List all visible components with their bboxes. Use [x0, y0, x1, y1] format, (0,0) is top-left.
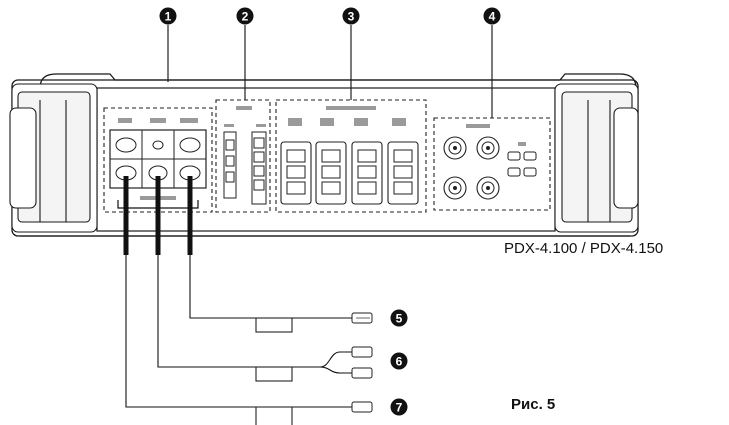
callout-7: 7 — [390, 398, 408, 416]
model-label: PDX-4.100 / PDX-4.150 — [504, 240, 664, 257]
right-end-cap — [554, 83, 639, 233]
callout-4: 4 — [483, 7, 501, 25]
cable-posts — [255, 317, 293, 425]
callout-2-label: 2 — [242, 10, 249, 24]
callout-1-label: 1 — [165, 10, 172, 24]
connector-6 — [351, 346, 373, 379]
callout-4-label: 4 — [489, 10, 496, 24]
power-cables — [117, 176, 352, 408]
callout-1: 1 — [159, 7, 177, 25]
callout-5-label: 5 — [396, 312, 403, 326]
callout-7-label: 7 — [396, 401, 403, 415]
fuse-block — [215, 99, 271, 213]
connector-7 — [351, 401, 373, 413]
rca-input-block — [433, 117, 551, 211]
callout-3: 3 — [342, 7, 360, 25]
callout-3-label: 3 — [348, 10, 355, 24]
callout-leaders — [167, 25, 493, 118]
figure-label: Рис. 5 — [511, 396, 556, 413]
left-end-cap — [9, 83, 98, 233]
speaker-output-block — [275, 99, 427, 213]
callout-2: 2 — [236, 7, 254, 25]
connector-5 — [351, 312, 373, 324]
callout-6: 6 — [390, 352, 408, 370]
callout-6-label: 6 — [396, 355, 403, 369]
callout-5: 5 — [390, 309, 408, 327]
